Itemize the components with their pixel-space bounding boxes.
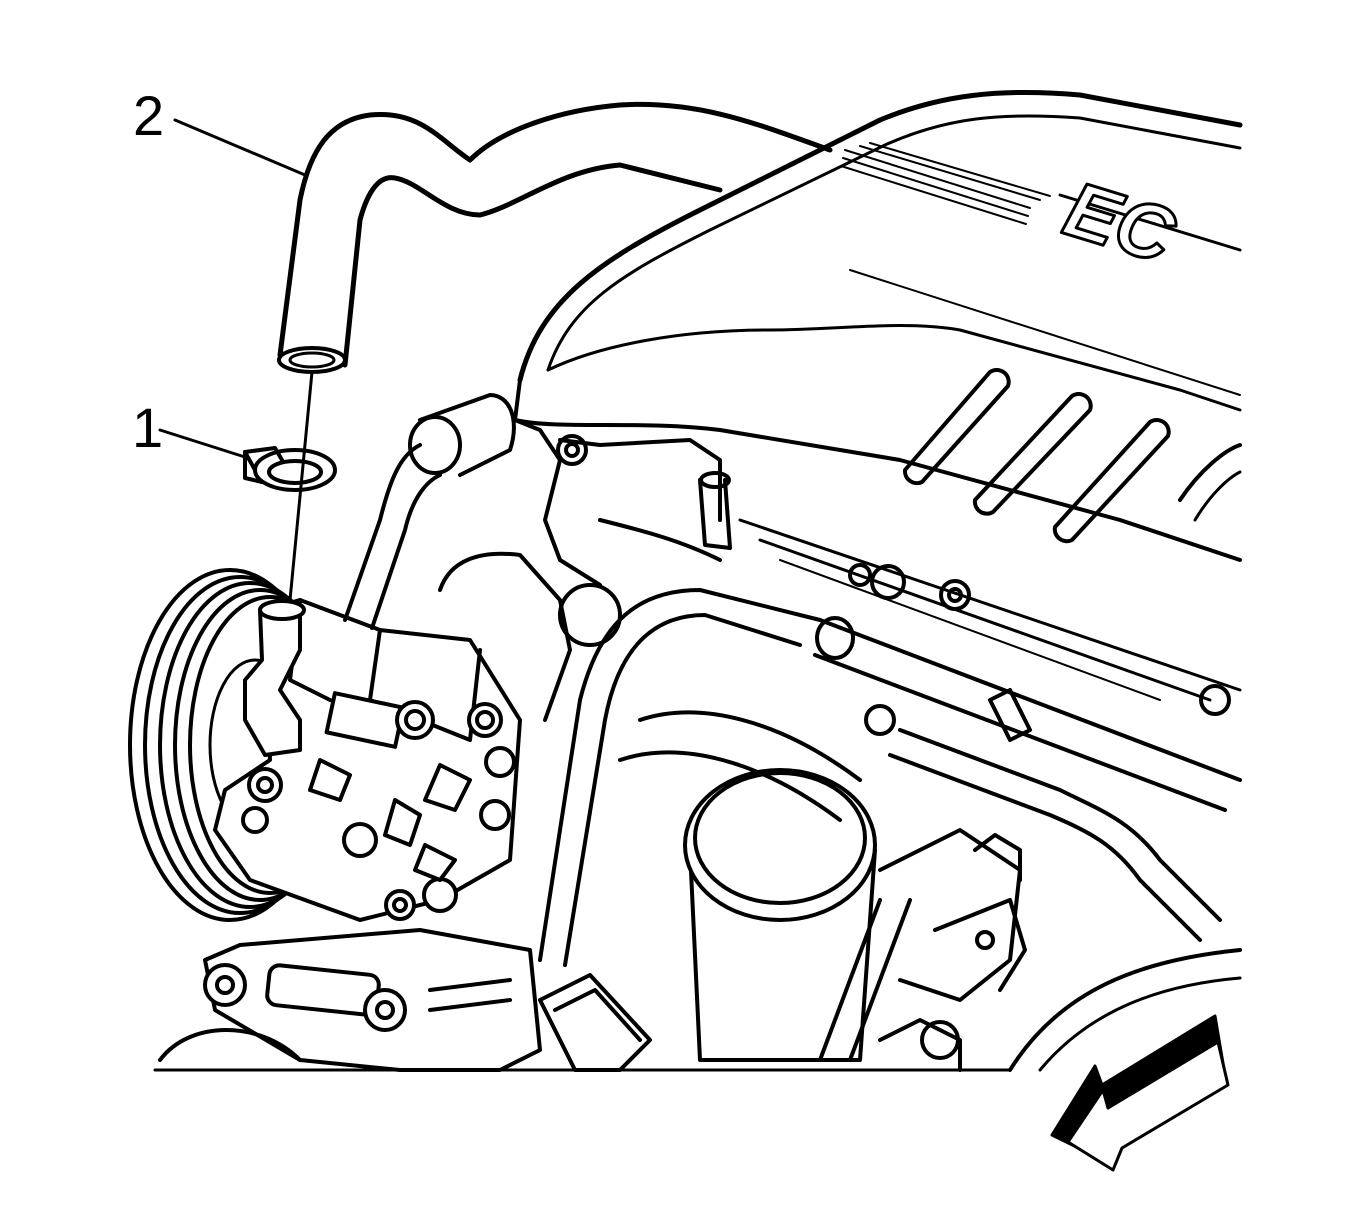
throttle-body (818, 828, 1027, 1072)
callout-2-label: 2 (133, 84, 165, 147)
fuel-rail (813, 563, 1242, 812)
cover-vent (840, 142, 1051, 225)
alignment-line (288, 370, 314, 602)
lower-bracket (158, 928, 542, 1072)
upper-tube (538, 588, 1222, 967)
cover-slots (902, 368, 1171, 544)
oil-filter (618, 710, 877, 1062)
engine-cover (513, 89, 1243, 562)
engine-block (438, 418, 1242, 722)
hose-clamp (243, 446, 337, 492)
power-steering-hose (277, 101, 833, 374)
callout-1-label: 1 (132, 396, 164, 459)
intake-duct (1008, 948, 1242, 1072)
electrical-connector (538, 973, 652, 1072)
callout-2-leader (173, 118, 307, 177)
return-tube (343, 393, 516, 630)
cover-badge: EC (1055, 164, 1186, 280)
callout-1-leader (158, 428, 250, 460)
direction-arrow-icon (1050, 1014, 1230, 1172)
power-steering-pump (213, 598, 522, 922)
